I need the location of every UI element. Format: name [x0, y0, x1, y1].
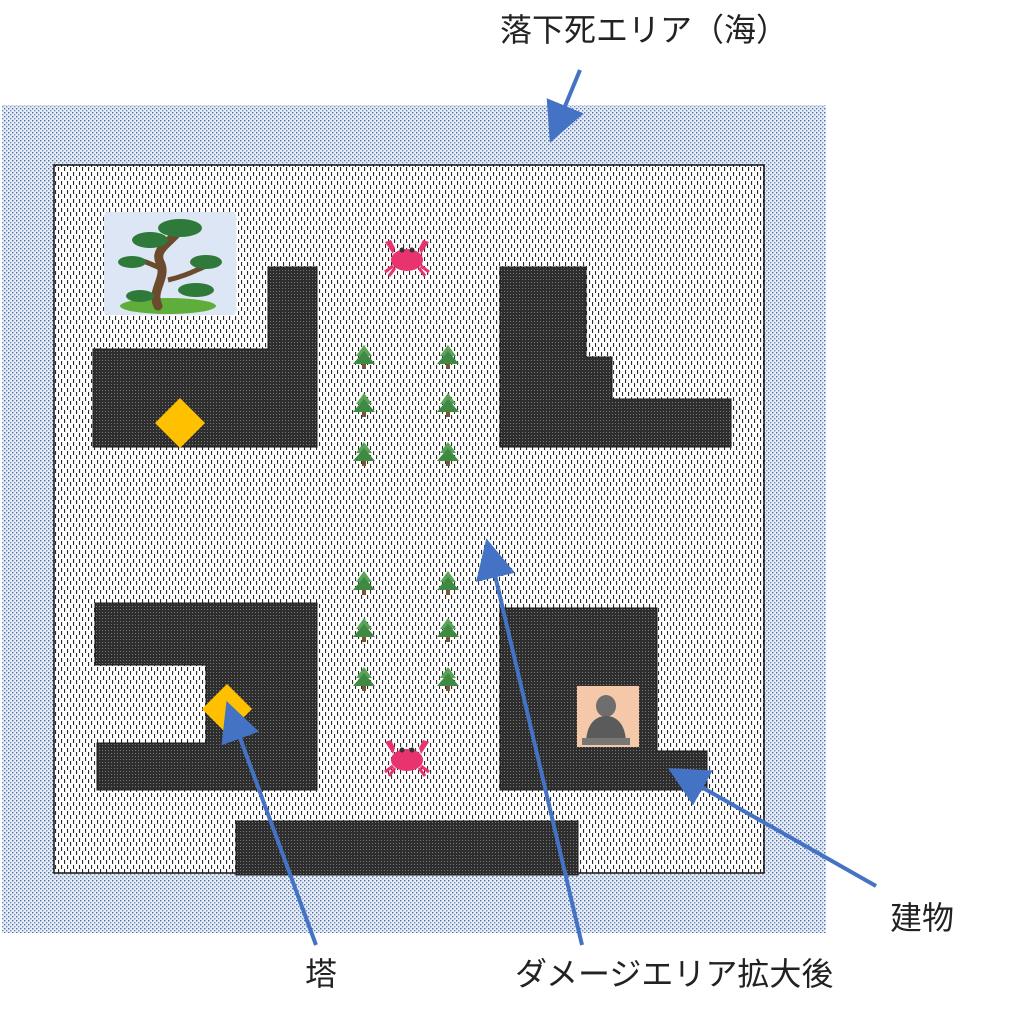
pine-tree-icon [353, 442, 375, 466]
arrow-tower [221, 700, 318, 946]
damage-area-label: ダメージエリア拡大後 [515, 955, 834, 993]
pine-tree-icon [353, 618, 375, 642]
sea-area-label: 落下死エリア（海） [500, 11, 789, 49]
pine-tree-icon [353, 393, 375, 417]
pine-tree-icon [437, 393, 459, 417]
building-label: 建物 [890, 899, 955, 937]
building-top-left [92, 266, 318, 448]
pine-tree-icon [353, 571, 375, 595]
tower-diamond-icon [155, 398, 205, 448]
pine-tree-icon [353, 667, 375, 691]
pine-tree-icon [353, 345, 375, 369]
pine-tree-icon [437, 345, 459, 369]
pine-tree-icon [437, 442, 459, 466]
tower-label: 塔 [305, 955, 338, 993]
building-top-right [499, 266, 732, 448]
pine-tree-icon [437, 667, 459, 691]
building-bottom-left [94, 602, 318, 791]
bonsai-tree-icon [104, 212, 236, 315]
pine-tree-icon [437, 571, 459, 595]
buddha-statue-icon [577, 686, 639, 747]
pine-tree-icon [437, 618, 459, 642]
crab-icon [384, 740, 430, 777]
arrow-damage-area [476, 538, 584, 946]
pine-tree-group [353, 345, 459, 691]
building-bottom-center [235, 820, 579, 876]
arrow-building [668, 768, 877, 888]
arrow-sea [546, 69, 584, 143]
crab-icon [384, 240, 430, 277]
